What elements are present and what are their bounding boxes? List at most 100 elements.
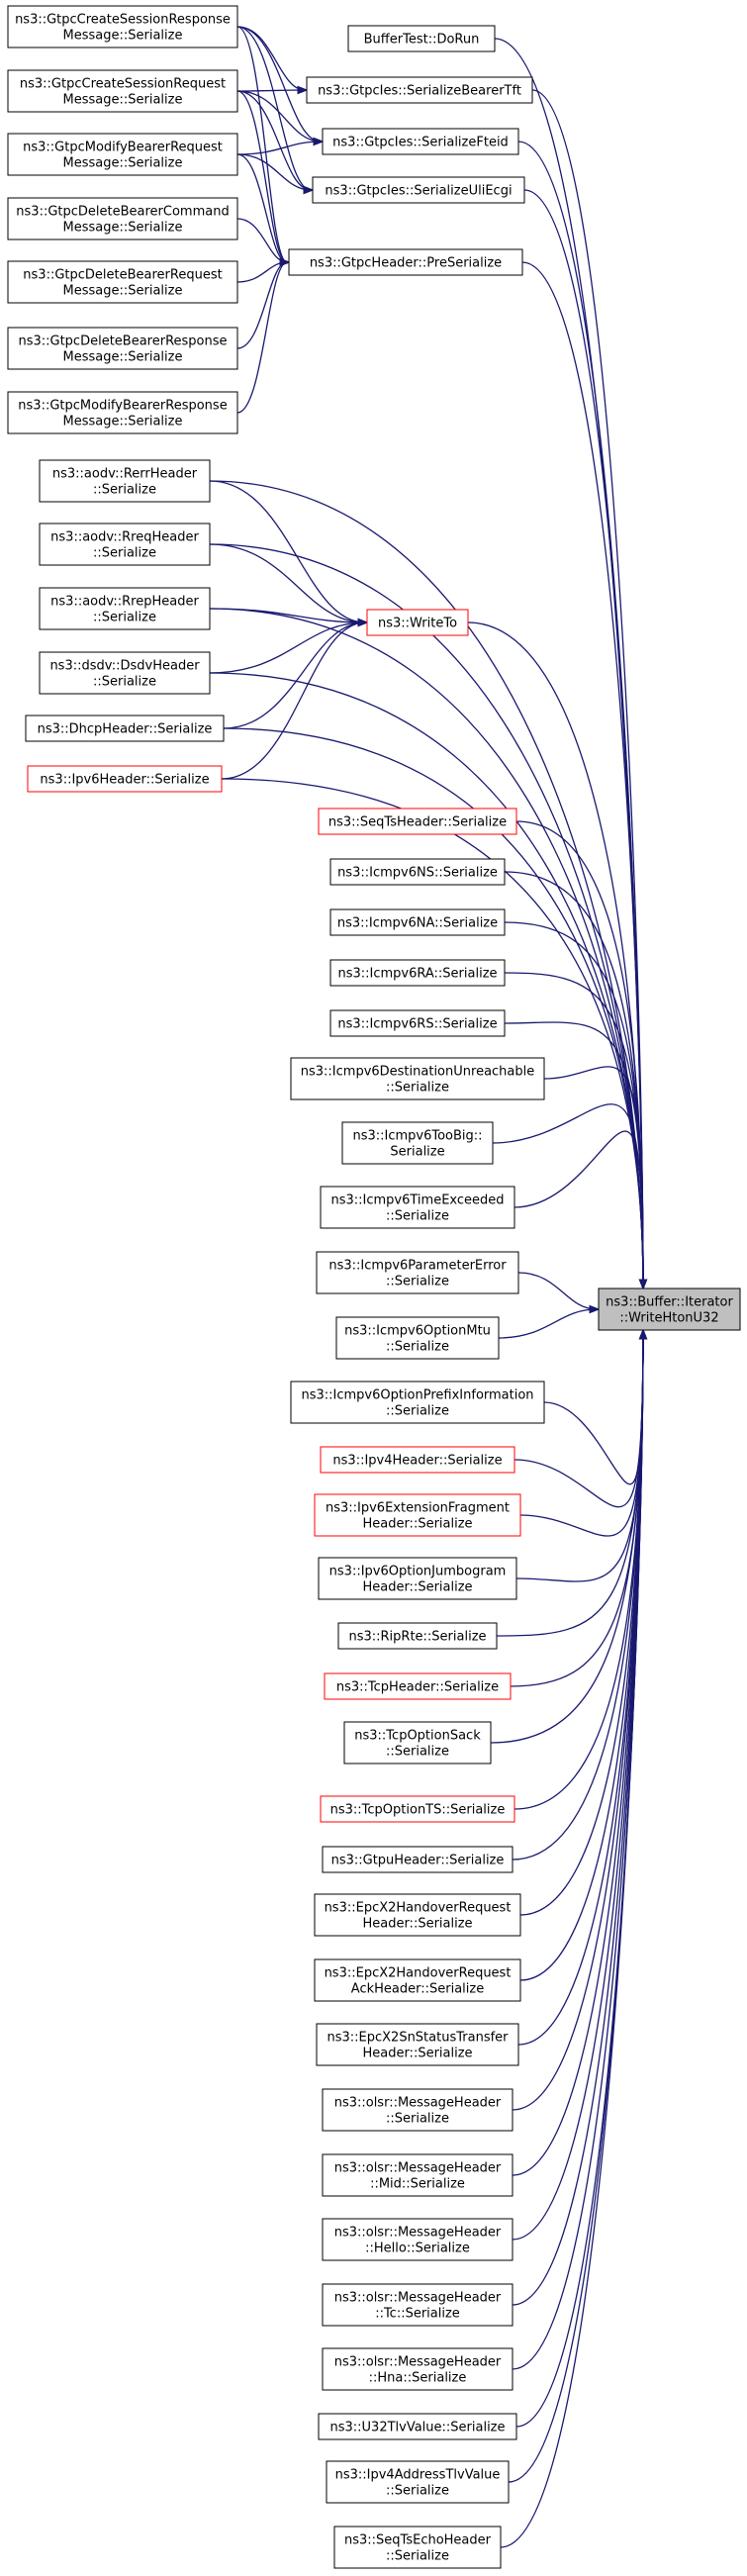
node-icmp-ns[interactable]: ns3::Icmpv6NS::Serialize	[329, 858, 506, 886]
node-aodv-rreq[interactable]: ns3::aodv::RreqHeader::Serialize	[39, 523, 211, 566]
node-riprte[interactable]: ns3::RipRte::Serialize	[337, 1622, 498, 1650]
node-icmp-pi[interactable]: ns3::Icmpv6OptionPrefixInformation::Seri…	[290, 1381, 545, 1424]
edge-arrowhead	[303, 185, 315, 195]
node-olsr-msg[interactable]: ns3::olsr::MessageHeader::Serialize	[322, 2088, 514, 2132]
node-tcpsack[interactable]: ns3::TcpOptionSack::Serialize	[343, 1721, 492, 1765]
node-label-line: ns3::Icmpv6TooBig::	[352, 1129, 482, 1144]
node-gtpc-dbreq[interactable]: ns3::GtpcDeleteBearerRequestMessage::Ser…	[7, 260, 238, 304]
edge-line	[504, 972, 644, 1288]
node-ipv4h[interactable]: ns3::Ipv4Header::Serialize	[320, 1446, 515, 1474]
node-box	[306, 76, 533, 104]
node-icmp-tb[interactable]: ns3::Icmpv6TooBig::Serialize	[341, 1121, 494, 1165]
node-label-line: Message::Serialize	[63, 415, 183, 429]
node-u32tlv[interactable]: ns3::U32TlvValue::Serialize	[318, 2413, 517, 2440]
node-gtpc-csr-resp[interactable]: ns3::GtpcCreateSessionResponseMessage::S…	[7, 5, 238, 48]
node-box	[320, 1446, 515, 1474]
edge-arrowhead	[297, 85, 309, 95]
edge-line	[209, 543, 366, 623]
edge-line	[500, 1331, 644, 2548]
node-box	[322, 2283, 514, 2327]
node-seqts[interactable]: ns3::SeqTsHeader::Serialize	[318, 808, 517, 835]
node-x2hoack[interactable]: ns3::EpcX2HandoverRequestAckHeader::Seri…	[314, 1958, 521, 2002]
node-label-line: ns3::GtpcCreateSessionResponse	[15, 13, 231, 28]
node-box	[333, 2526, 502, 2569]
node-olsr-hna[interactable]: ns3::olsr::MessageHeader::Hna::Serialize	[322, 2347, 514, 2391]
edge-line	[514, 1130, 644, 1288]
node-box	[7, 197, 238, 240]
node-icmp-du[interactable]: ns3::Icmpv6DestinationUnreachable::Seria…	[290, 1057, 545, 1100]
edge-icmp-te-to-target	[514, 1130, 648, 1290]
node-label-line: ::Serialize	[386, 1745, 449, 1760]
node-olsr-hello[interactable]: ns3::olsr::MessageHeader::Hello::Seriali…	[322, 2218, 514, 2261]
node-box	[335, 1316, 500, 1360]
edge-icmp-pi-to-target	[543, 1328, 648, 1485]
node-box	[326, 2460, 510, 2504]
node-ies-uli[interactable]: ns3::GtpcIes::SerializeUliEcgi	[312, 176, 525, 204]
node-aodv-rrep[interactable]: ns3::aodv::RrepHeader::Serialize	[39, 587, 211, 630]
edge-arrowhead	[279, 257, 291, 267]
node-gtpc-mbr-req[interactable]: ns3::GtpcModifyBearerRequestMessage::Ser…	[7, 133, 238, 176]
node-label-line: ns3::Ipv4AddressTlvValue	[335, 2468, 501, 2483]
edge-line	[236, 26, 322, 143]
node-label-line: ns3::GtpcHeader::PreSerialize	[310, 256, 502, 271]
node-gtpu[interactable]: ns3::GtpuHeader::Serialize	[322, 1846, 514, 1873]
node-label-line: ns3::WriteTo	[378, 617, 457, 631]
node-box	[320, 1795, 515, 1823]
node-olsr-tc[interactable]: ns3::olsr::MessageHeader::Tc::Serialize	[322, 2283, 514, 2327]
node-tcph[interactable]: ns3::TcpHeader::Serialize	[324, 1672, 512, 1700]
node-aodv-rerr[interactable]: ns3::aodv::RerrHeader::Serialize	[39, 459, 211, 503]
node-ies-fteid[interactable]: ns3::GtpcIes::SerializeFteid	[322, 128, 519, 155]
node-label-line: ns3::olsr::MessageHeader	[334, 2226, 502, 2241]
node-gtpc-csr-req[interactable]: ns3::GtpcCreateSessionRequestMessage::Se…	[7, 69, 238, 113]
node-label-line: Serialize	[390, 1145, 444, 1160]
node-olsr-mid[interactable]: ns3::olsr::MessageHeader::Mid::Serialize	[322, 2153, 514, 2197]
node-ipv4tlv[interactable]: ns3::Ipv4AddressTlvValue::Serialize	[326, 2460, 510, 2504]
node-box	[39, 651, 211, 695]
node-label-line: ns3::Icmpv6ParameterError	[328, 1259, 507, 1274]
edges-layer	[209, 26, 648, 2548]
node-target[interactable]: ns3::Buffer::Iterator::WriteHtonU32	[598, 1288, 741, 1331]
node-label-line: Message::Serialize	[63, 156, 183, 171]
node-box	[347, 25, 496, 52]
node-icmp-te[interactable]: ns3::Icmpv6TimeExceeded::Serialize	[320, 1186, 515, 1229]
node-ipv6jumbo[interactable]: ns3::Ipv6OptionJumbogramHeader::Serializ…	[318, 1557, 517, 1600]
node-box	[329, 959, 506, 987]
node-icmp-ra[interactable]: ns3::Icmpv6RA::Serialize	[329, 959, 506, 987]
node-label-line: ns3::GtpcIes::SerializeFteid	[332, 136, 509, 150]
edge-line	[515, 1331, 644, 1582]
edge-line	[236, 26, 312, 191]
node-label-line: ns3::TcpOptionTS::Serialize	[330, 1803, 506, 1818]
node-box	[25, 715, 225, 742]
node-label-line: ns3::SeqTsEchoHeader	[344, 2533, 492, 2548]
node-label-line: ::Serialize	[386, 2112, 449, 2127]
node-icmp-na[interactable]: ns3::Icmpv6NA::Serialize	[329, 908, 506, 936]
node-ipv6h[interactable]: ns3::Ipv6Header::Serialize	[27, 765, 223, 793]
node-ies-tft[interactable]: ns3::GtpcIes::SerializeBearerTft	[306, 76, 533, 104]
node-icmp-mtu[interactable]: ns3::Icmpv6OptionMtu::Serialize	[335, 1316, 500, 1360]
node-seqtsecho[interactable]: ns3::SeqTsEchoHeader::Serialize	[333, 2526, 502, 2569]
node-buffertest[interactable]: BufferTest::DoRun	[347, 25, 496, 52]
node-preserialize[interactable]: ns3::GtpcHeader::PreSerialize	[288, 248, 523, 276]
node-gtpc-dbresp[interactable]: ns3::GtpcDeleteBearerResponseMessage::Se…	[7, 327, 238, 370]
node-icmp-rs[interactable]: ns3::Icmpv6RS::Serialize	[329, 1009, 506, 1037]
node-icmp-pe[interactable]: ns3::Icmpv6ParameterError::Serialize	[316, 1251, 519, 1294]
node-box	[322, 1846, 514, 1873]
node-x2sn[interactable]: ns3::EpcX2SnStatusTransferHeader::Serial…	[316, 2023, 519, 2066]
node-label-line: ns3::Icmpv6NA::Serialize	[337, 916, 498, 931]
node-tcpts[interactable]: ns3::TcpOptionTS::Serialize	[320, 1795, 515, 1823]
node-label-line: ns3::Icmpv6RA::Serialize	[337, 967, 497, 982]
node-dsdv[interactable]: ns3::dsdv::DsdvHeader::Serialize	[39, 651, 211, 695]
node-label-line: ns3::olsr::MessageHeader	[334, 2355, 502, 2370]
node-gtpc-dbc[interactable]: ns3::GtpcDeleteBearerCommandMessage::Ser…	[7, 197, 238, 240]
node-label-line: ns3::GtpcModifyBearerResponse	[18, 399, 227, 414]
edge-gtpc-csr-req-to-preserialize	[236, 90, 291, 267]
node-gtpc-mbresp[interactable]: ns3::GtpcModifyBearerResponseMessage::Se…	[7, 391, 238, 434]
node-label-line: ::Serialize	[93, 611, 156, 625]
edge-arrowhead	[589, 1304, 601, 1314]
node-box	[329, 1009, 506, 1037]
node-dhcp[interactable]: ns3::DhcpHeader::Serialize	[25, 715, 225, 742]
node-ipv6frag[interactable]: ns3::Ipv6ExtensionFragmentHeader::Serial…	[314, 1493, 521, 1537]
node-writeto[interactable]: ns3::WriteTo	[366, 609, 469, 636]
node-x2ho[interactable]: ns3::EpcX2HandoverRequestHeader::Seriali…	[314, 1893, 521, 1937]
node-label-line: ns3::GtpcIes::SerializeBearerTft	[318, 84, 521, 99]
